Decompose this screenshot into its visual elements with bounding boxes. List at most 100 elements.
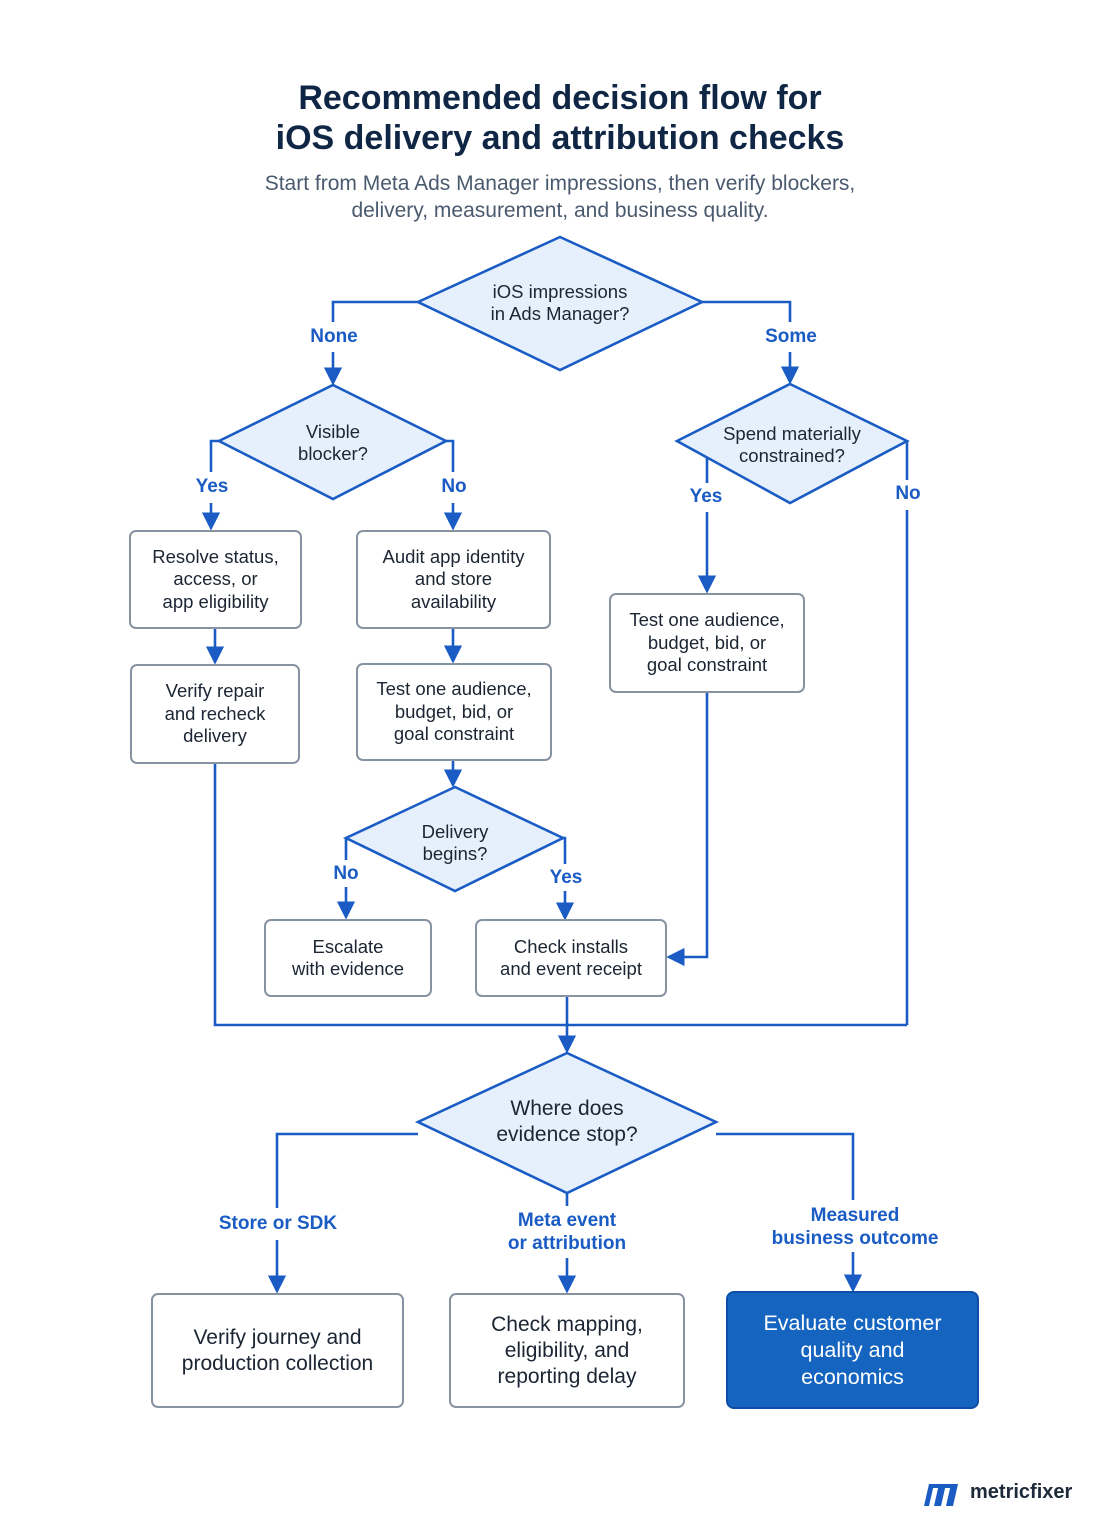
branch-label-spend-yes: Yes	[690, 485, 723, 508]
decision-evidence-stop-shape	[414, 1051, 720, 1195]
step-escalate: Escalate with evidence	[265, 920, 431, 996]
branch-label-some-text: Some	[765, 326, 817, 347]
branch-label-blocker-yes-text: Yes	[195, 476, 229, 497]
branch-label-blocker-no: No	[441, 475, 466, 498]
metricfixer-logo-icon	[924, 1484, 958, 1506]
step-verify-repair-line-3: delivery	[183, 725, 247, 747]
branch-label-measured-outcome-line-2: business outcome	[771, 1228, 939, 1249]
connector-blocker-yes	[209, 439, 219, 472]
connector-delivery-yes	[563, 836, 567, 864]
page-subtitle: Start from Meta Ads Manager impressions,…	[160, 170, 960, 224]
step-check-mapping-line-2: eligibility, and	[504, 1338, 630, 1362]
branch-label-measured-outcome: Measured business outcome	[772, 1204, 939, 1250]
connector-verify-down	[213, 763, 907, 1027]
step-test-constraint-right-box	[609, 593, 805, 693]
step-evaluate-customer: Evaluate customer quality and economics	[727, 1292, 978, 1408]
decision-visible-blocker-line-1: Visible	[305, 420, 361, 442]
brand-name: metricfixer	[970, 1480, 1073, 1503]
step-audit-app-line-3: availability	[410, 590, 497, 612]
step-escalate-line-2: with evidence	[291, 958, 405, 979]
decision-spend-constrained-shape	[674, 382, 910, 505]
step-resolve-status-box	[129, 530, 302, 629]
branch-label-store-sdk-text: Store or SDK	[218, 1213, 338, 1234]
step-audit-app: Audit app identity and store availabilit…	[357, 531, 550, 628]
decision-spend-constrained-line-2: constrained?	[739, 445, 845, 466]
step-verify-journey: Verify journey and production collection	[152, 1294, 403, 1407]
step-test-constraint-mid-line-2: budget, bid, or	[394, 700, 514, 722]
branch-label-none: None	[310, 325, 358, 348]
branch-label-spend-yes-text: Yes	[689, 486, 723, 507]
branch-label-meta-event: Meta event or attribution	[508, 1209, 626, 1255]
decision-evidence-stop: Where does evidence stop?	[447, 1088, 687, 1156]
step-test-constraint-mid-line-3: goal constraint	[393, 723, 515, 745]
branch-label-delivery-yes: Yes	[550, 866, 583, 889]
step-verify-journey-line-2: production collection	[181, 1351, 374, 1375]
step-check-mapping-line-1: Check mapping,	[491, 1312, 643, 1336]
decision-ios-impressions-line-1: iOS impressions	[492, 280, 628, 302]
page-title-line-2: iOS delivery and attribution checks	[275, 119, 845, 157]
step-check-installs: Check installs and event receipt	[476, 920, 666, 996]
step-resolve-status-line-3: app eligibility	[162, 590, 269, 612]
decision-evidence-stop-line-2: evidence stop?	[496, 1123, 638, 1146]
decision-ios-impressions-line-2: in Ads Manager?	[490, 303, 630, 324]
connector-blocker-no	[446, 439, 455, 472]
step-verify-journey-box	[151, 1293, 404, 1408]
step-evaluate-customer-line-3: economics	[801, 1364, 904, 1389]
step-resolve-status-line-2: access, or	[173, 568, 258, 590]
step-check-installs-line-1: Check installs	[513, 935, 629, 957]
decision-delivery-begins-line-1: Delivery	[421, 820, 489, 842]
branch-label-blocker-yes: Yes	[196, 475, 229, 498]
step-test-constraint-right-line-3: goal constraint	[646, 654, 768, 676]
decision-visible-blocker-line-2: blocker?	[298, 443, 368, 464]
branch-label-spend-no: No	[895, 482, 920, 505]
branch-label-meta-event-line-2: or attribution	[507, 1233, 627, 1254]
connector-store-sdk	[275, 1132, 418, 1208]
branch-label-store-sdk: Store or SDK	[219, 1212, 337, 1235]
step-check-mapping: Check mapping, eligibility, and reportin…	[450, 1294, 684, 1407]
branch-label-none-text: None	[310, 326, 358, 347]
page-subtitle-line-1: Start from Meta Ads Manager impressions,…	[264, 172, 856, 195]
connector-measured	[716, 1132, 855, 1200]
decision-delivery-begins: Delivery begins?	[375, 810, 535, 876]
decision-evidence-stop-line-1: Where does	[510, 1097, 624, 1120]
decision-delivery-begins-line-2: begins?	[422, 843, 488, 864]
step-audit-app-line-1: Audit app identity	[382, 545, 525, 567]
step-test-constraint-mid-line-1: Test one audience,	[376, 678, 532, 700]
branch-label-some: Some	[765, 325, 817, 348]
step-escalate-line-1: Escalate	[312, 935, 384, 957]
branch-label-delivery-no: No	[333, 862, 358, 885]
step-resolve-status: Resolve status, access, or app eligibili…	[130, 531, 301, 628]
step-verify-repair-line-1: Verify repair	[165, 680, 265, 702]
decision-ios-impressions-shape	[414, 235, 706, 372]
branch-label-delivery-no-text: No	[333, 863, 359, 884]
connector-test-right-to-check	[666, 692, 709, 967]
step-evaluate-customer-box	[726, 1291, 979, 1409]
decision-spend-constrained: Spend materially constrained?	[697, 412, 887, 478]
branch-label-measured-outcome-line-1: Measured	[810, 1205, 900, 1226]
step-verify-repair: Verify repair and recheck delivery	[131, 665, 299, 763]
step-verify-journey-line-1: Verify journey and	[193, 1325, 362, 1349]
step-check-mapping-line-3: reporting delay	[497, 1364, 637, 1388]
page-title-line-1: Recommended decision flow for	[298, 79, 822, 117]
step-evaluate-customer-line-1: Evaluate customer	[763, 1310, 942, 1335]
step-audit-app-line-2: and store	[414, 568, 493, 590]
connector-some	[702, 300, 792, 322]
branch-label-meta-event-line-1: Meta event	[517, 1210, 617, 1231]
branch-label-blocker-no-text: No	[441, 476, 467, 497]
step-audit-app-box	[356, 530, 551, 629]
brand-logo-spacer	[920, 1480, 960, 1504]
step-check-installs-box	[475, 919, 667, 997]
step-verify-repair-line-2: and recheck	[164, 702, 266, 724]
page-title: Recommended decision flow for iOS delive…	[140, 78, 980, 158]
step-test-constraint-mid-box	[356, 663, 552, 761]
step-check-mapping-box	[449, 1293, 685, 1408]
step-test-constraint-mid: Test one audience, budget, bid, or goal …	[357, 664, 551, 760]
branch-label-spend-no-text: No	[895, 483, 921, 504]
page-subtitle-line-2: delivery, measurement, and business qual…	[351, 199, 769, 222]
brand: metricfixer	[920, 1480, 1072, 1504]
step-test-constraint-right: Test one audience, budget, bid, or goal …	[610, 594, 804, 692]
decision-visible-blocker: Visible blocker?	[248, 410, 418, 476]
decision-delivery-begins-shape	[342, 785, 566, 893]
